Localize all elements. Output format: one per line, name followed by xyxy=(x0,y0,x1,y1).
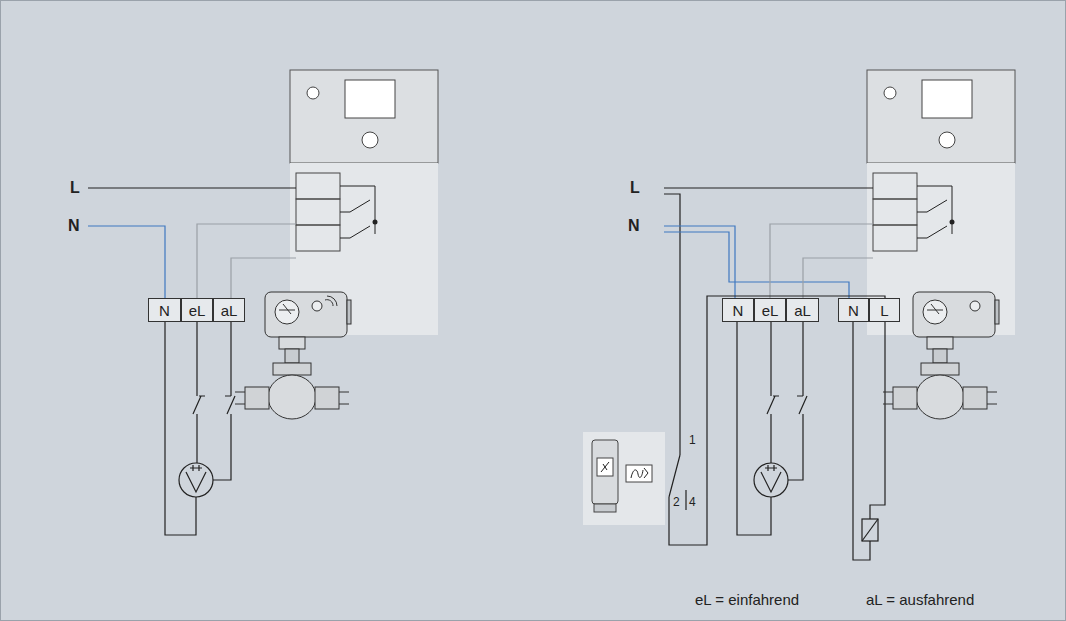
valve-actuators xyxy=(235,292,999,419)
line-label: N xyxy=(68,218,80,234)
terminal-label: N xyxy=(159,302,170,319)
wires-left xyxy=(88,188,296,535)
terminal-cell: N xyxy=(148,298,181,322)
terminal-cell: L xyxy=(869,298,900,322)
terminal-cell: eL xyxy=(181,298,213,322)
terminal-cell: N xyxy=(838,298,869,322)
terminal-label: aL xyxy=(221,302,238,319)
terminal-label: N xyxy=(733,302,744,319)
line-label: L xyxy=(70,180,80,196)
motor-symbols xyxy=(179,463,788,497)
wires-right xyxy=(664,188,885,560)
thermostat-switch xyxy=(583,432,665,525)
terminal-label: N xyxy=(848,302,859,319)
terminal-label: eL xyxy=(762,302,779,319)
line-label: N xyxy=(628,218,640,234)
legend-note: eL = einfahrend xyxy=(695,592,799,607)
terminal-cell: eL xyxy=(754,298,786,322)
pin-number: 2 xyxy=(673,496,680,508)
terminal-cell: aL xyxy=(213,298,245,322)
terminal-label: L xyxy=(880,302,888,319)
legend-note: aL = ausfahrend xyxy=(866,592,974,607)
terminal-cell: N xyxy=(722,298,754,322)
terminal-label: eL xyxy=(189,302,206,319)
terminal-label: aL xyxy=(794,302,811,319)
line-label: L xyxy=(630,180,640,196)
pin-number: 1 xyxy=(689,434,696,446)
terminal-cell: aL xyxy=(786,298,819,322)
pin-number: 4 xyxy=(689,496,696,508)
